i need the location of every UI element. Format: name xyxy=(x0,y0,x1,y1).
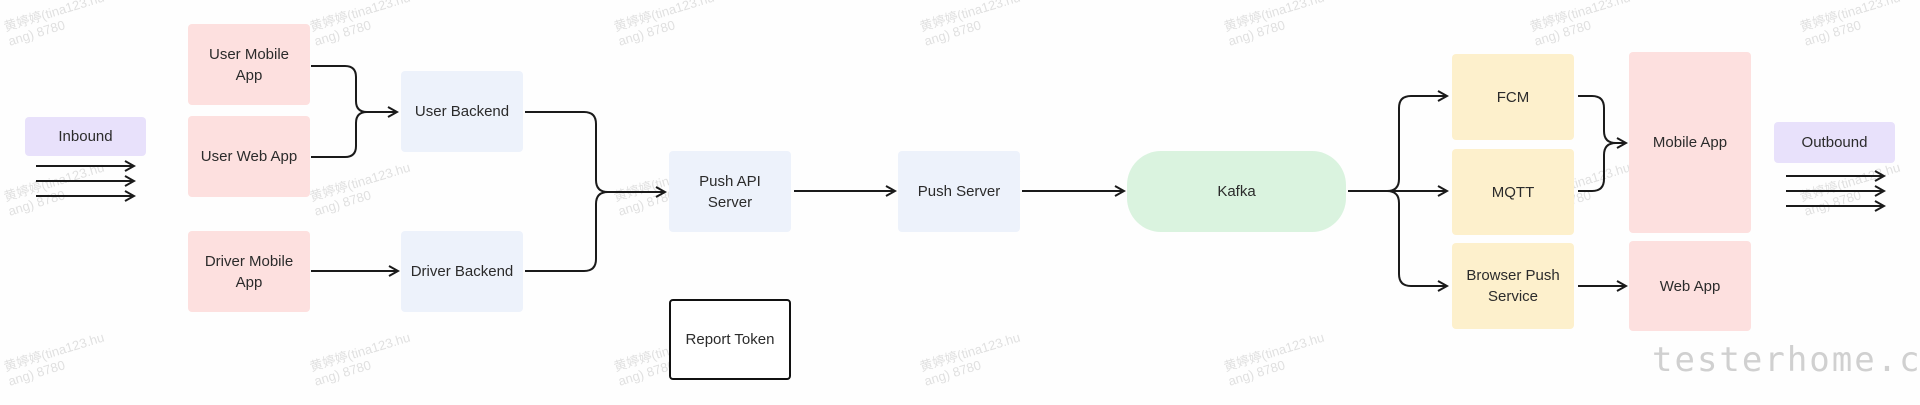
kafka-to-browser-push-arrow xyxy=(1348,190,1447,286)
mqtt-to-mobile-app-arrow xyxy=(1578,142,1626,192)
browser-push-service-node: Browser Push Service xyxy=(1452,243,1574,329)
user-backend-node: User Backend xyxy=(401,71,523,152)
user-mobile-app-node: User Mobile App xyxy=(188,24,310,105)
outbound-label: Outbound xyxy=(1774,122,1895,163)
kafka-node: Kafka xyxy=(1127,151,1346,232)
driver-backend-node: Driver Backend xyxy=(401,231,523,312)
kafka-to-fcm-arrow xyxy=(1348,96,1447,192)
mqtt-node: MQTT xyxy=(1452,149,1574,235)
driver-backend-to-push-api-arrow xyxy=(525,191,665,272)
user-web-app-node: User Web App xyxy=(188,116,310,197)
user-backend-to-push-api-arrow xyxy=(525,111,665,192)
fcm-node: FCM xyxy=(1452,54,1574,140)
testerhome-logo: testerhome.com xyxy=(1652,340,1920,380)
driver-mobile-app-node: Driver Mobile App xyxy=(188,231,310,312)
inbound-label: Inbound xyxy=(25,117,146,156)
mobile-app-node: Mobile App xyxy=(1629,52,1751,233)
fcm-to-mobile-app-arrow xyxy=(1578,95,1626,143)
push-api-server-node: Push API Server xyxy=(669,151,791,232)
user-web-to-backend-arrow xyxy=(311,111,397,158)
user-mobile-to-backend-arrow xyxy=(311,65,397,112)
push-server-node: Push Server xyxy=(898,151,1020,232)
report-token-node: Report Token xyxy=(669,299,791,380)
web-app-node: Web App xyxy=(1629,241,1751,331)
